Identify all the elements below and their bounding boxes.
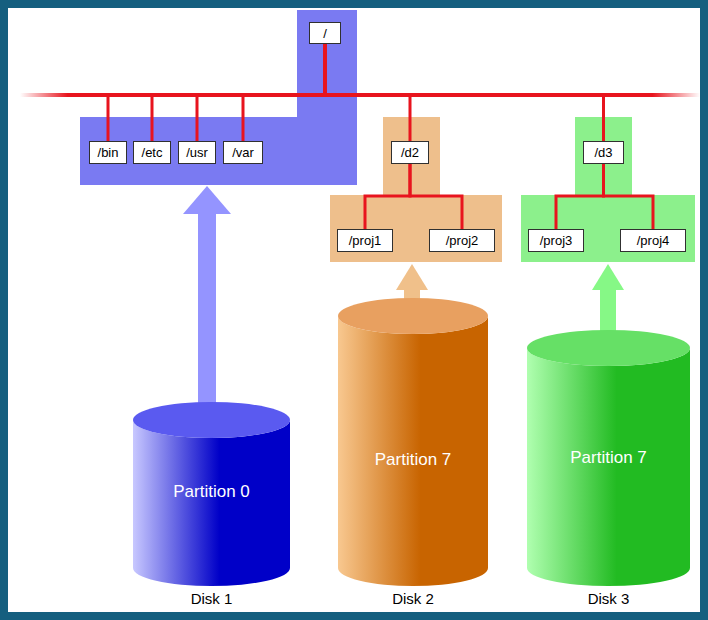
directory-name: /etc bbox=[142, 146, 163, 159]
directory-box: /proj2 bbox=[429, 229, 495, 252]
directory-name: / bbox=[323, 27, 327, 40]
directory-name: /d3 bbox=[594, 146, 612, 159]
disk-label: Disk 2 bbox=[338, 590, 488, 607]
directory-name: /proj4 bbox=[637, 234, 670, 247]
tree-connector bbox=[243, 44, 325, 141]
d3-region bbox=[521, 117, 695, 262]
directory-name: /proj1 bbox=[349, 234, 382, 247]
mount-arrow bbox=[198, 213, 216, 418]
directory-box: /d3 bbox=[583, 141, 624, 164]
directory-name: /bin bbox=[98, 146, 119, 159]
directory-box: /proj4 bbox=[620, 229, 686, 252]
tree-connector bbox=[604, 164, 654, 229]
disk-cylinder: Partition 0Disk 1 bbox=[133, 402, 290, 586]
cylinder-shape bbox=[338, 298, 488, 586]
directory-box: /proj1 bbox=[337, 229, 393, 252]
directory-box: /usr bbox=[178, 141, 216, 164]
directory-name: /proj2 bbox=[446, 234, 479, 247]
partition-label: Partition 7 bbox=[527, 448, 690, 468]
tree-connector bbox=[108, 44, 325, 141]
directory-box: /bin bbox=[89, 141, 127, 164]
tree-connector bbox=[556, 164, 604, 229]
tree-connector bbox=[197, 44, 325, 141]
root-region bbox=[80, 10, 357, 185]
directory-box: /etc bbox=[133, 141, 171, 164]
directory-name: /d2 bbox=[401, 146, 419, 159]
tree-connector bbox=[325, 44, 604, 141]
mount-arrow bbox=[592, 264, 624, 290]
directory-box: /proj3 bbox=[528, 229, 584, 252]
mount-arrow bbox=[396, 264, 428, 290]
directory-box: /var bbox=[223, 141, 263, 164]
disk-cylinder: Partition 7Disk 3 bbox=[527, 330, 690, 586]
tree-connector bbox=[410, 164, 462, 229]
d2-region bbox=[330, 117, 502, 262]
partition-label: Partition 7 bbox=[338, 450, 488, 470]
directory-name: /var bbox=[232, 146, 254, 159]
mount-arrow bbox=[183, 186, 231, 214]
directory-box: /d2 bbox=[391, 141, 429, 164]
tree-connector bbox=[365, 164, 410, 229]
directory-name: /usr bbox=[186, 146, 208, 159]
disk-cylinder: Partition 7Disk 2 bbox=[338, 298, 488, 586]
disk-label: Disk 1 bbox=[133, 590, 290, 607]
partition-label: Partition 0 bbox=[133, 482, 290, 502]
tree-connector bbox=[152, 44, 325, 141]
disk-label: Disk 3 bbox=[527, 590, 690, 607]
directory-name: /proj3 bbox=[540, 234, 573, 247]
tree-connector bbox=[325, 44, 410, 141]
directory-box: / bbox=[309, 22, 341, 44]
